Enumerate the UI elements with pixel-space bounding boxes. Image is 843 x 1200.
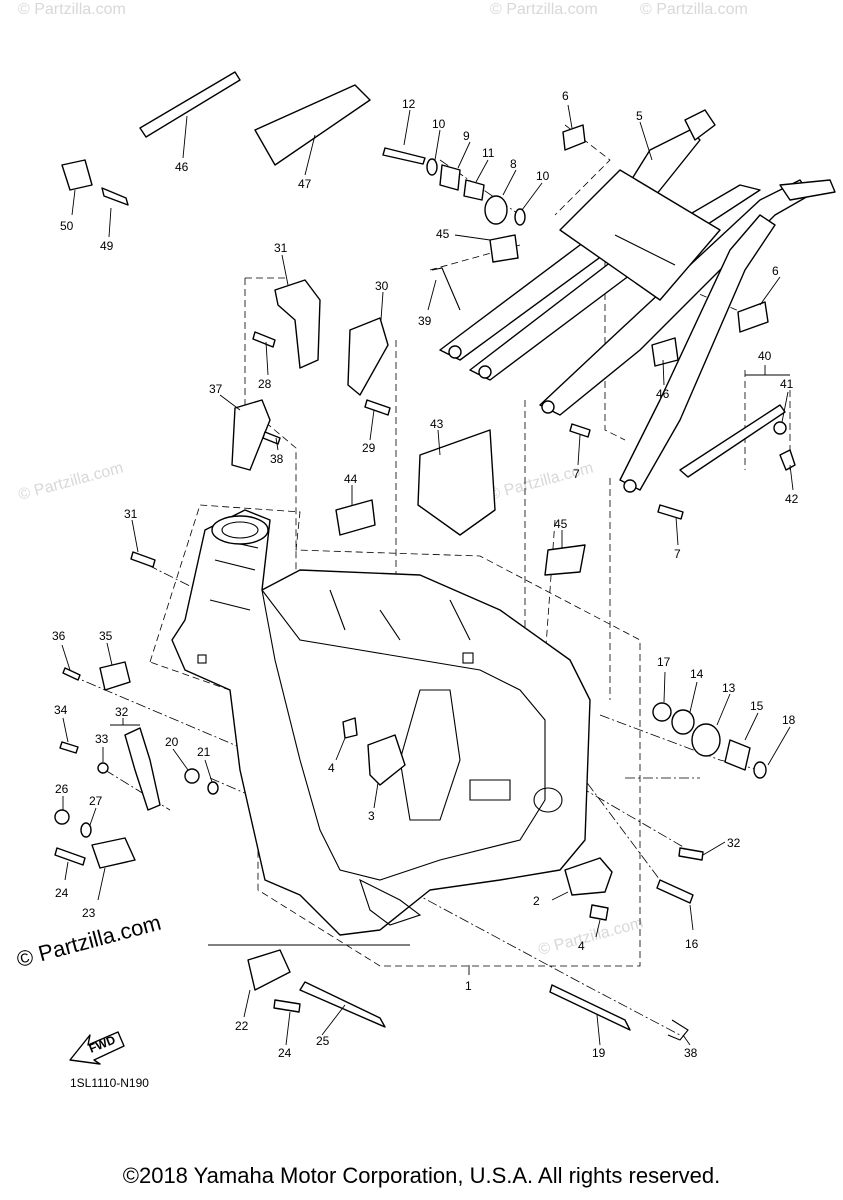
callout-26: 26 (55, 782, 69, 796)
callout-43: 42 (785, 492, 799, 506)
watermark-text: © Partzilla.com (537, 915, 646, 959)
callout-47: 46 (175, 160, 189, 174)
watermark-text: © Partzilla.com (18, 1, 126, 18)
leader-lines (61, 104, 794, 1046)
callout-44: 43 (430, 417, 444, 431)
wrench-icon (139, 71, 241, 138)
callout-37: 37 (209, 382, 223, 396)
callout-19: 19 (592, 1046, 606, 1060)
watermark-text: © Partzilla.com (640, 1, 748, 18)
callout-21: 21 (197, 745, 211, 759)
callout-16: 16 (685, 937, 699, 951)
callout-39: 38 (684, 1046, 698, 1060)
callout-31b: 32 (727, 836, 741, 850)
callout-35: 35 (99, 629, 113, 643)
callout-4: 4 (328, 761, 335, 775)
callouts: 46 47 50 49 12 10 9 11 8 10 6 5 45 39 31… (52, 89, 799, 1060)
callout-17: 17 (657, 655, 671, 669)
callout-7: 7 (573, 467, 580, 481)
callout-6b: 6 (772, 264, 779, 278)
callout-45b: 45 (554, 517, 568, 531)
callout-3: 3 (368, 809, 375, 823)
callout-45: 44 (344, 472, 358, 486)
fwd-arrow-icon: FWD (69, 1031, 125, 1065)
callout-46b: 46 (656, 387, 670, 401)
callout-50: 50 (60, 219, 74, 233)
watermark-text: © Partzilla.com (490, 1, 598, 18)
callout-30: 31 (274, 241, 288, 255)
callout-27: 27 (89, 794, 103, 808)
callout-41: 40 (758, 349, 772, 363)
callout-23: 23 (82, 906, 96, 920)
callout-24: 24 (55, 886, 69, 900)
callout-31: 31 (124, 507, 138, 521)
callout-36: 36 (52, 629, 66, 643)
callout-15: 15 (750, 699, 764, 713)
rear-subframe (439, 109, 836, 493)
callout-29: 30 (375, 279, 389, 293)
callout-24b: 24 (278, 1046, 292, 1060)
watermark-text: © Partzilla.com (17, 460, 126, 504)
callout-14: 14 (690, 667, 704, 681)
callout-34: 34 (54, 703, 68, 717)
callout-4b: 4 (578, 939, 585, 953)
small-parts (54, 71, 796, 1041)
callout-13: 13 (722, 681, 736, 695)
collar-icon (61, 159, 93, 191)
callout-5: 5 (636, 109, 643, 123)
callout-9: 9 (463, 129, 470, 143)
callout-33: 33 (95, 732, 109, 746)
callout-10b: 10 (536, 169, 550, 183)
callout-1: 1 (465, 979, 472, 993)
callout-22: 22 (235, 1019, 249, 1033)
callout-12: 12 (402, 97, 416, 111)
callout-11: 11 (482, 146, 495, 160)
callout-48: 47 (298, 177, 312, 191)
callout-38: 38 (270, 452, 284, 466)
callout-46: 45 (436, 227, 450, 241)
callout-20: 20 (165, 735, 179, 749)
callout-32: 32 (115, 705, 129, 719)
reference-code: 1SL1110-N190 (70, 1076, 149, 1090)
socket-tool-icon (254, 84, 371, 166)
callout-18: 18 (782, 713, 796, 727)
callout-28: 28 (258, 377, 272, 391)
copyright-notice: ©2018 Yamaha Motor Corporation, U.S.A. A… (122, 1163, 721, 1188)
main-frame (171, 509, 591, 936)
callout-42: 41 (780, 377, 794, 391)
callout-2: 2 (533, 894, 540, 908)
callout-8: 8 (510, 157, 517, 171)
callout-25: 25 (316, 1034, 330, 1048)
callout-49: 49 (100, 239, 114, 253)
callout-6: 6 (562, 89, 569, 103)
callout-40: 39 (418, 314, 432, 328)
callout-7b: 7 (674, 547, 681, 561)
callout-10: 10 (432, 117, 446, 131)
callout-28b: 29 (362, 441, 376, 455)
